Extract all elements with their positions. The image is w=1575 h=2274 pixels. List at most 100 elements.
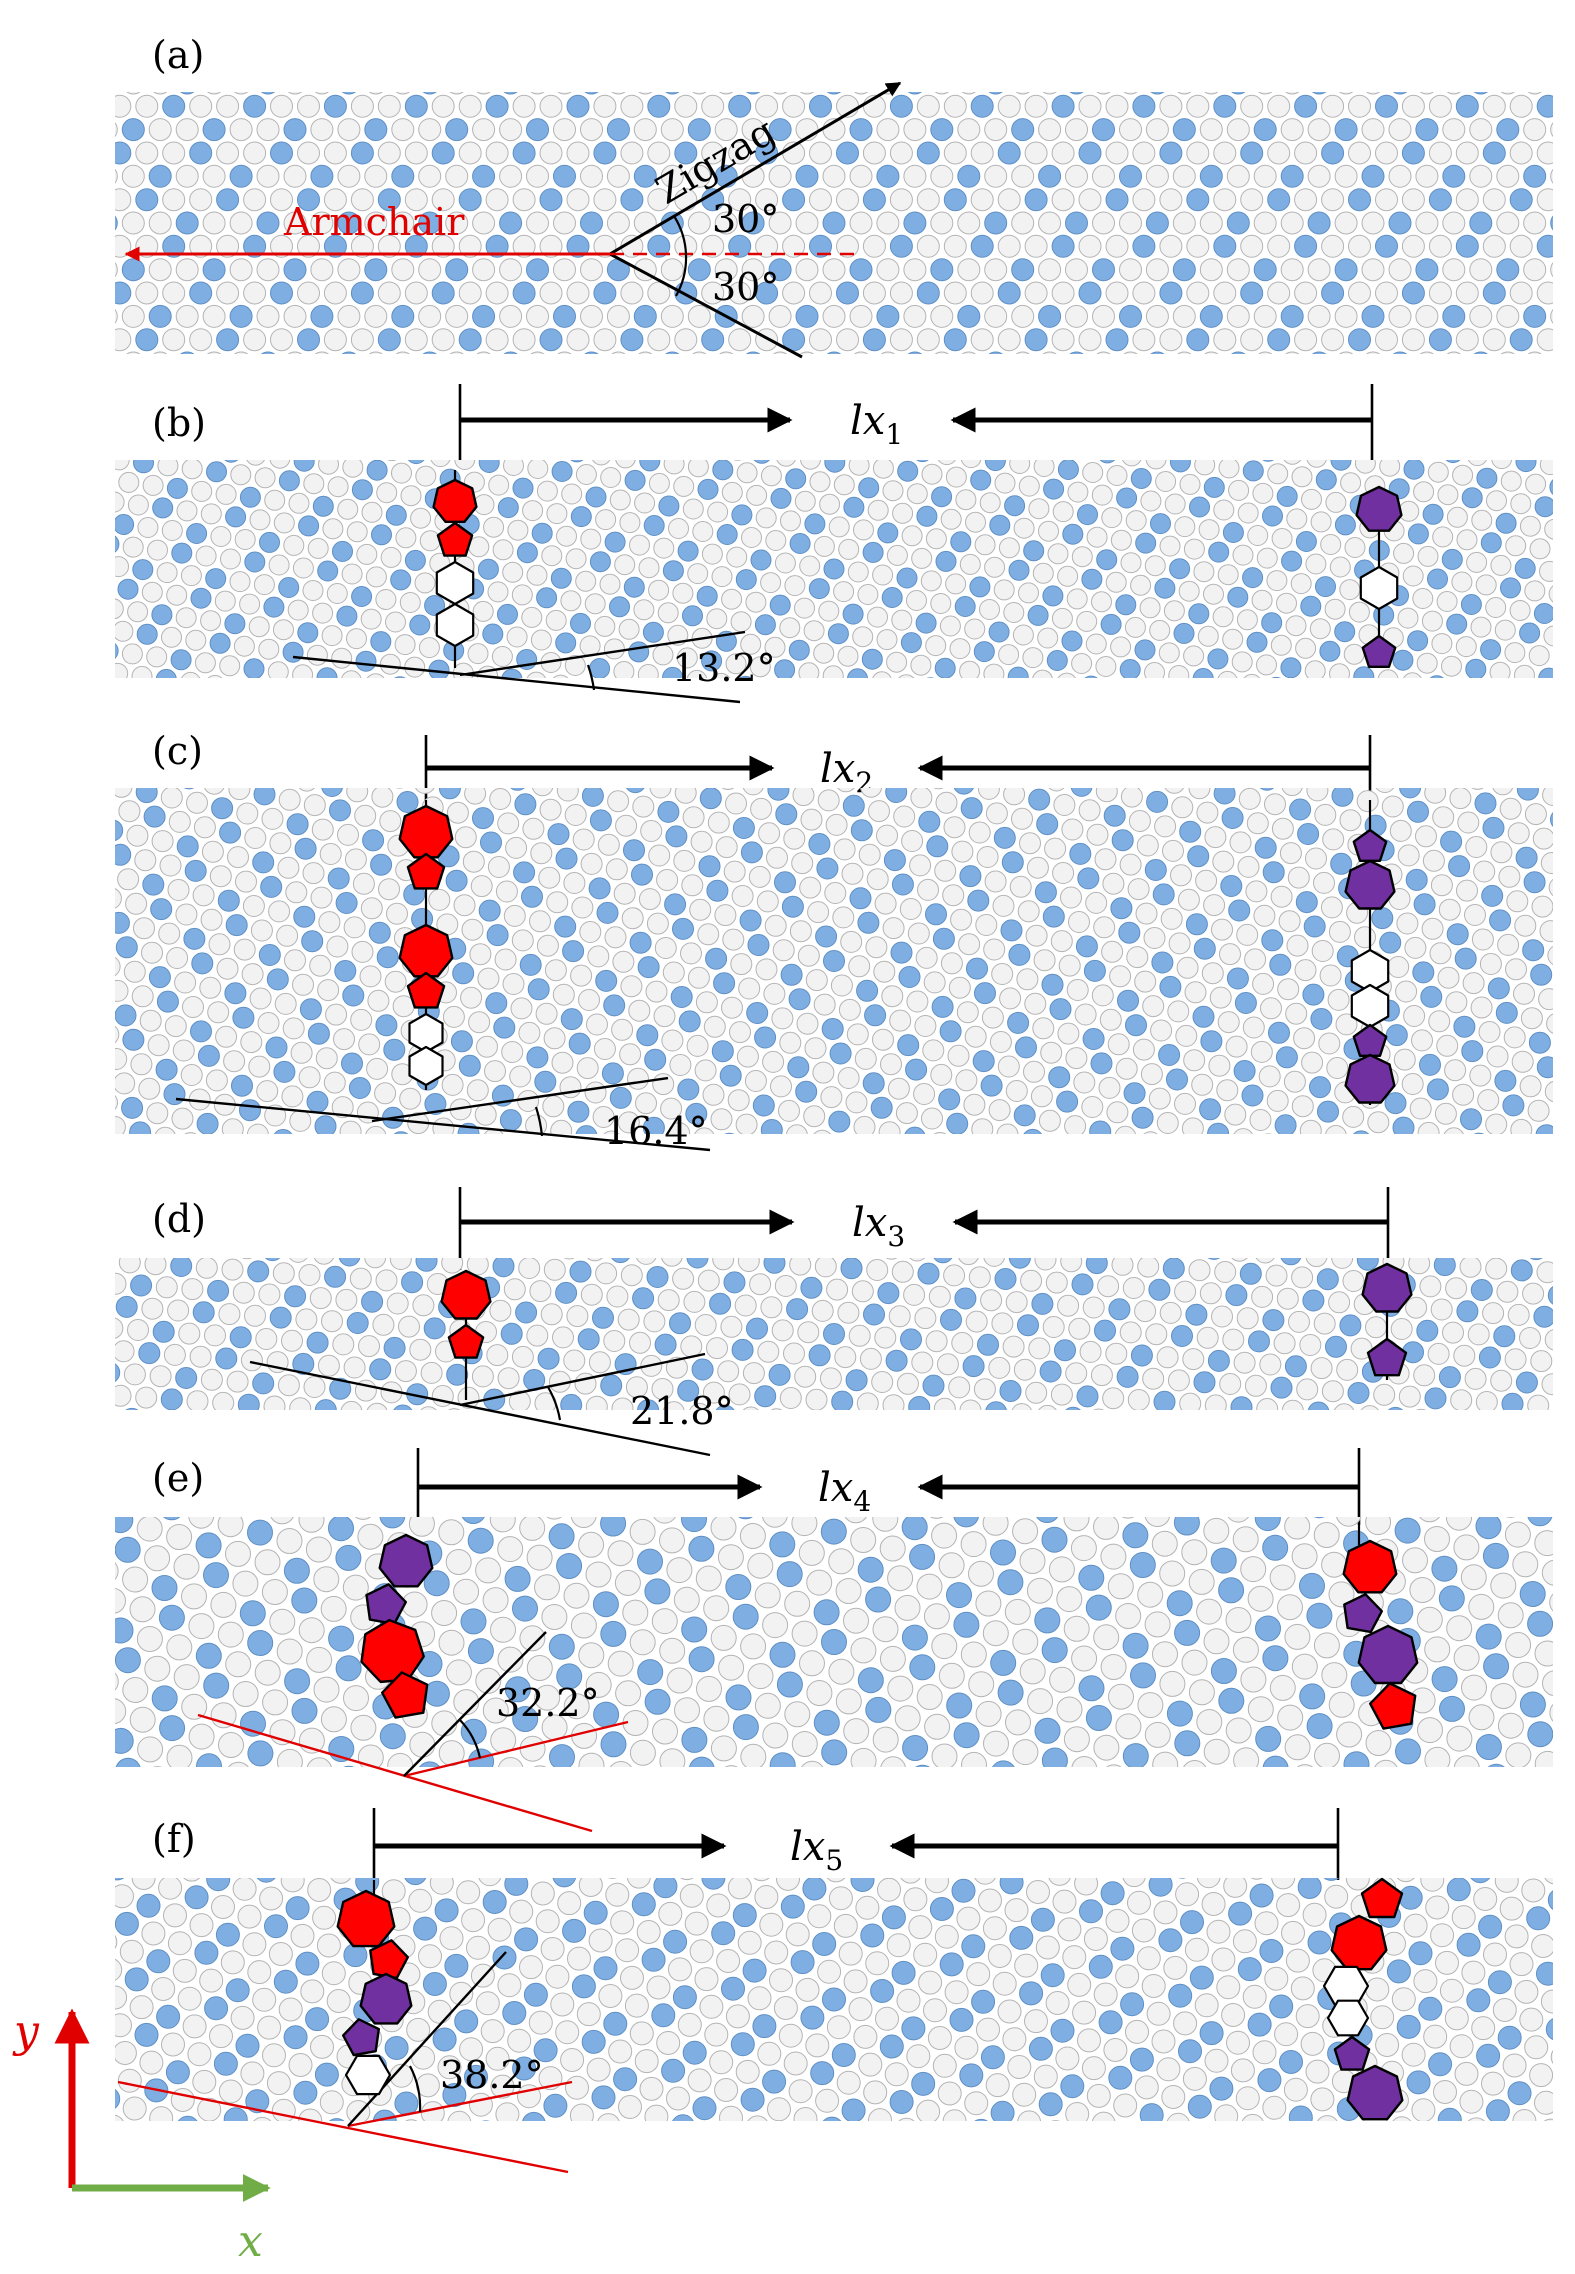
atom-white (552, 674, 569, 678)
atom-white (269, 460, 291, 469)
atom-white (937, 2081, 962, 2106)
atom-white (889, 141, 913, 165)
atom-white (620, 975, 643, 998)
atom-white (617, 1111, 640, 1134)
atom-white (1260, 997, 1282, 1020)
atom-blue (732, 1603, 759, 1630)
atom-white (1396, 912, 1419, 935)
atom-white (1284, 1734, 1311, 1761)
atom-white (1424, 788, 1447, 804)
atom-white (841, 862, 864, 885)
atom-white (284, 949, 306, 972)
atom-blue (845, 1369, 868, 1392)
atom-blue (446, 1363, 469, 1386)
atom-white (785, 1922, 810, 1947)
atom-white (1242, 1984, 1267, 2009)
atom-white (506, 626, 528, 648)
atom-white (459, 2037, 484, 2062)
atom-white (461, 1908, 486, 1933)
atom-blue (1013, 1104, 1036, 1127)
atom-white (166, 1634, 193, 1661)
atom-white (587, 945, 610, 968)
atom-white (795, 258, 819, 282)
atom-blue (603, 994, 626, 1017)
atom-blue (301, 930, 324, 953)
atom-white (233, 635, 255, 657)
atom-blue (1295, 531, 1317, 552)
atom-white (960, 1641, 987, 1668)
atom-white (454, 460, 476, 470)
atom-white (1514, 664, 1535, 678)
atom-white (317, 979, 340, 1002)
atom-white (1065, 304, 1088, 328)
atom-blue (115, 2089, 121, 2109)
atom-blue (939, 1952, 964, 1977)
atom-white (660, 164, 684, 188)
atom-white (418, 118, 442, 142)
atom-white (614, 554, 636, 576)
atom-white (539, 234, 563, 258)
atom-blue (724, 1132, 735, 1134)
atom-white (1334, 164, 1358, 188)
atom-blue (1295, 891, 1318, 914)
atom-white (1142, 1367, 1165, 1390)
atom-blue (122, 1028, 145, 1051)
atom-white (161, 520, 183, 541)
atom-white (653, 537, 675, 559)
atom-white (702, 1381, 725, 1404)
atom-blue (415, 1258, 438, 1272)
atom-blue (383, 1336, 406, 1359)
atom-blue (732, 1714, 759, 1741)
atom-blue (1039, 1360, 1062, 1383)
atom-white (1078, 799, 1101, 822)
atom-blue (1470, 1279, 1493, 1301)
atom-blue (628, 641, 650, 663)
atom-white (1428, 1010, 1451, 1033)
atom-blue (196, 1753, 222, 1767)
atom-blue (1319, 640, 1341, 662)
atom-white (833, 474, 855, 496)
atom-white (216, 957, 239, 980)
atom-white (739, 1523, 766, 1549)
atom-blue (678, 1010, 701, 1033)
atom-white (297, 141, 320, 165)
atom-white (985, 2073, 1010, 2098)
atom-blue (662, 560, 684, 582)
atom-blue (953, 1722, 980, 1749)
atom-white (1291, 1266, 1314, 1289)
atom-blue (1509, 188, 1533, 212)
atom-white (903, 1283, 926, 1306)
atom-blue (728, 94, 752, 118)
atom-white (115, 598, 124, 620)
atom-white (848, 1997, 873, 2022)
atom-white (1305, 553, 1327, 575)
atom-white (1375, 328, 1398, 352)
atom-blue (782, 188, 806, 212)
atom-white (1183, 1049, 1206, 1072)
atom-blue (1420, 985, 1443, 1008)
atom-white (561, 483, 583, 505)
atom-white (475, 1557, 502, 1584)
atom-blue (307, 1022, 330, 1045)
atom-white (310, 118, 334, 142)
atom-blue (240, 1710, 266, 1737)
atom-white (131, 1878, 156, 1890)
atom-blue (539, 328, 563, 352)
atom-white (620, 281, 644, 305)
atom-white (853, 1115, 876, 1134)
atom-blue (842, 794, 865, 817)
atom-white (539, 141, 563, 165)
atom-white (1321, 234, 1345, 258)
atom-white (175, 903, 198, 926)
atom-blue (1199, 1098, 1222, 1121)
atom-white (997, 1999, 1022, 2024)
atom-white (1177, 351, 1192, 354)
atom-blue (1199, 304, 1223, 328)
atom-white (595, 509, 617, 531)
atom-white (943, 141, 967, 165)
atom-blue (1509, 328, 1533, 352)
atom-blue (1306, 1713, 1333, 1740)
atom-white (878, 1121, 901, 1134)
atom-white (872, 1726, 899, 1753)
atom-white (206, 92, 222, 95)
